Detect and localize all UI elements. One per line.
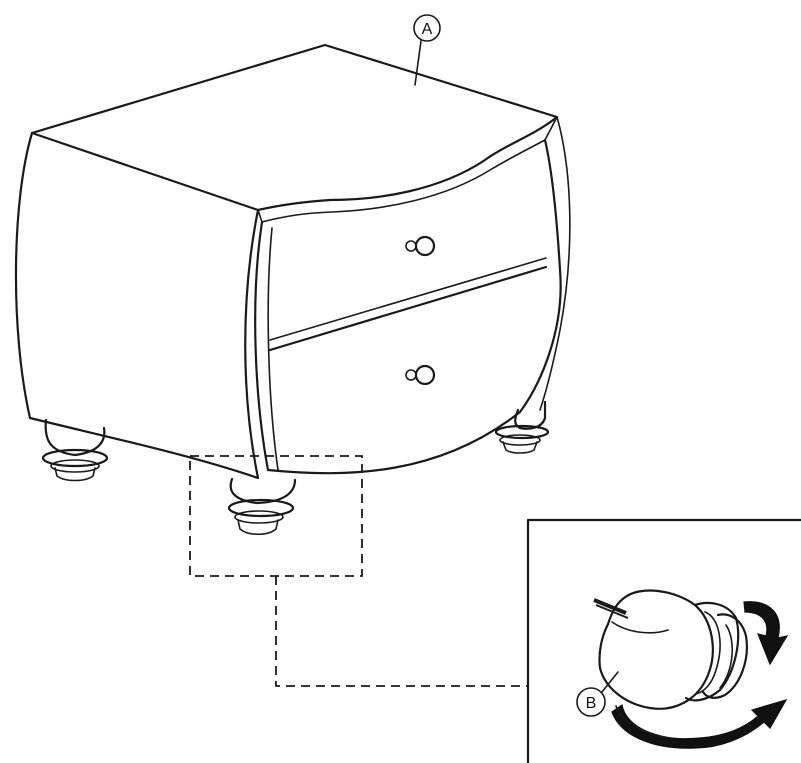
foot-back-left (41, 418, 109, 482)
nightstand (14, 43, 571, 536)
foot-body-shade (611, 621, 669, 634)
callout-b: B (576, 671, 619, 717)
front-frame-line (267, 227, 279, 471)
nightstand-front (254, 138, 562, 475)
rotate-arrow-lower (611, 699, 788, 749)
upper-drawer-knob (405, 235, 436, 257)
nightstand-top (30, 43, 559, 212)
rotate-arrow-upper (743, 601, 789, 666)
right-side-edge (539, 116, 571, 411)
lower-drawer-knob (405, 364, 436, 386)
callout-a: A (413, 14, 441, 86)
foot-back-right (494, 400, 550, 454)
drawer-divider (268, 265, 548, 352)
foot-front (227, 477, 297, 536)
callout-b-label: B (586, 695, 597, 712)
detail-leader-line (275, 576, 528, 687)
drawer-divider-edge (269, 257, 547, 341)
detail-frame (526, 518, 801, 763)
detail-inset: B (526, 518, 801, 763)
foot-collar (684, 601, 748, 702)
nightstand-left-side (14, 131, 260, 480)
top-edge (257, 116, 558, 223)
rotate-arrow-icon (611, 601, 789, 749)
callout-a-label: A (422, 21, 433, 38)
